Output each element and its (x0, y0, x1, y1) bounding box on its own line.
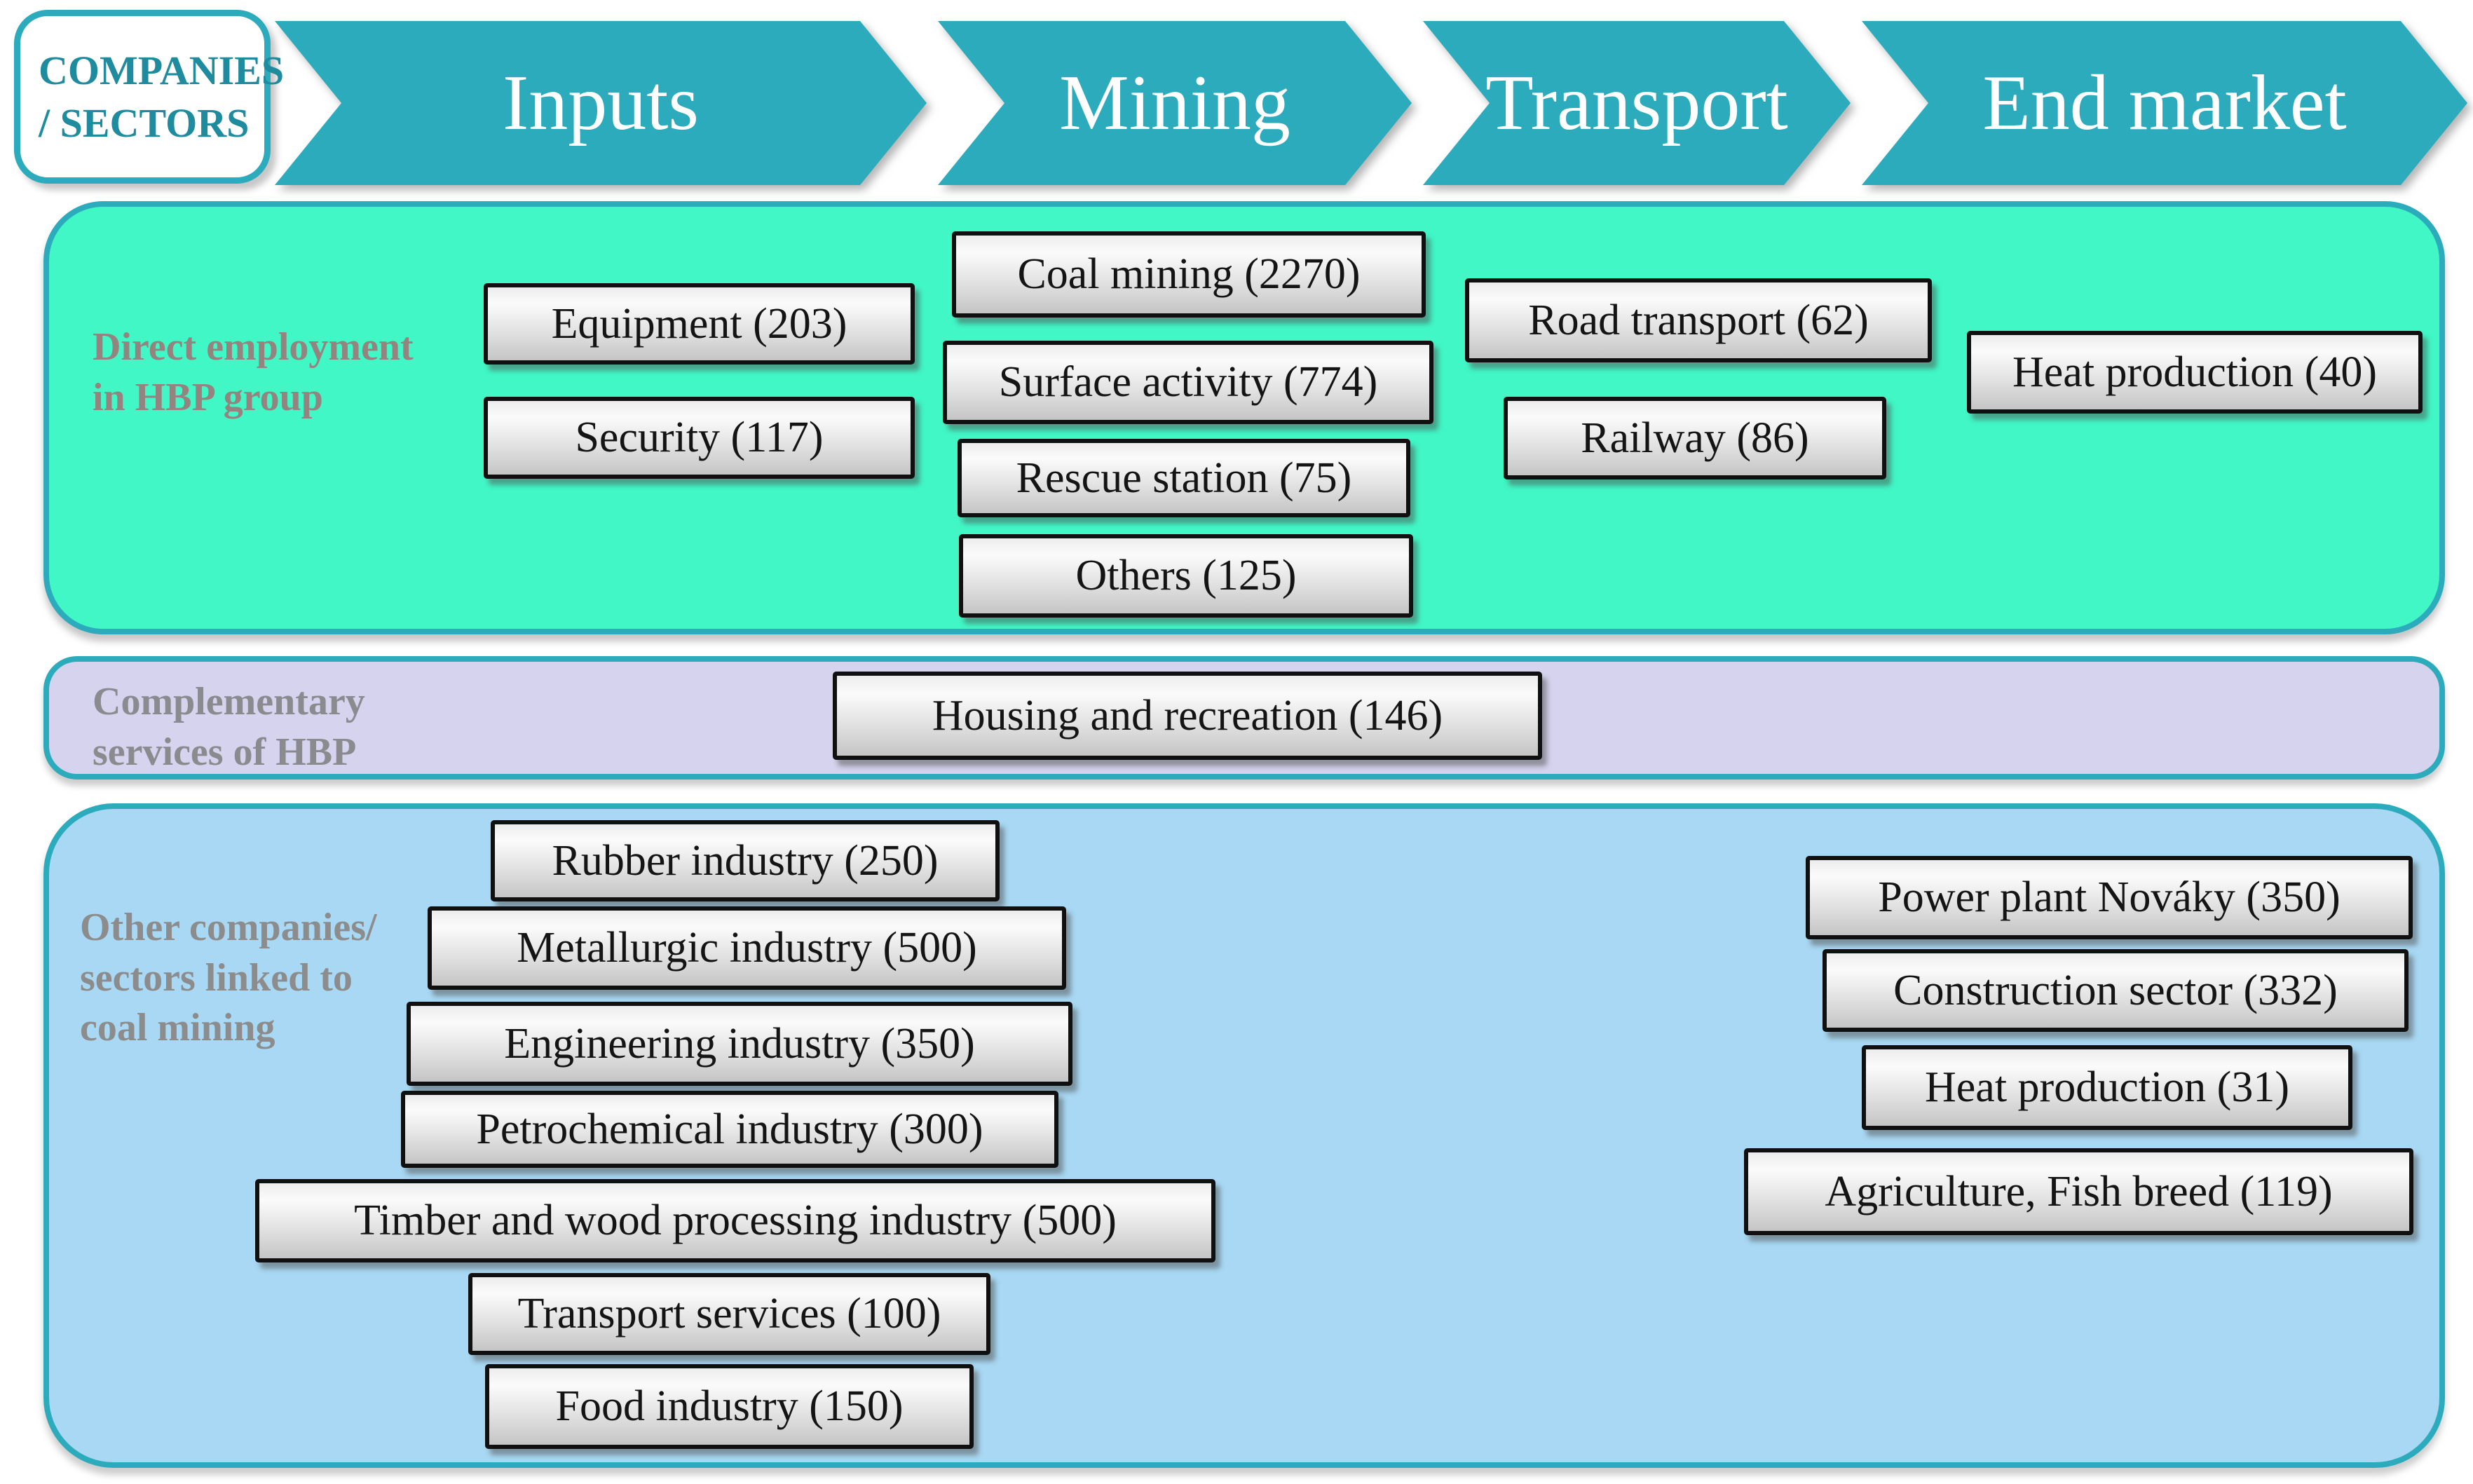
sector-box-others: Others (125) (959, 534, 1413, 618)
chevron-arrow-icon: Mining (938, 21, 1412, 185)
sector-box-security: Security (117) (484, 397, 915, 479)
sector-box-transport-services: Transport services (100) (468, 1273, 990, 1355)
sector-box-construction-sector: Construction sector (332) (1823, 949, 2409, 1032)
stage-arrow-transport: Transport (1423, 21, 1851, 185)
chevron-arrow-icon: End market (1862, 21, 2467, 185)
sector-box-rescue-station: Rescue station (75) (958, 439, 1410, 517)
sector-box-petrochemical-industry: Petrochemical industry (300) (401, 1091, 1058, 1168)
sector-box-food-industry: Food industry (150) (485, 1364, 974, 1449)
sector-box-coal-mining: Coal mining (2270) (952, 231, 1426, 318)
sector-box-power-plant-novaky: Power plant Nováky (350) (1806, 856, 2413, 939)
sector-box-metallurgic-industry: Metallurgic industry (500) (428, 906, 1066, 990)
stage-arrow-inputs: Inputs (275, 21, 927, 185)
band-label-other-companies: Other companies/ sectors linked to coal … (80, 906, 377, 1050)
stage-arrow-end-market: End market (1862, 21, 2467, 185)
sector-box-housing-and-recreation: Housing and recreation (146) (833, 672, 1542, 760)
sector-box-heat-production-other: Heat production (31) (1862, 1045, 2352, 1130)
sector-box-railway: Railway (86) (1504, 397, 1886, 479)
chevron-arrow-icon: Transport (1423, 21, 1851, 185)
stage-arrow-mining: Mining (938, 21, 1412, 185)
sector-box-equipment: Equipment (203) (484, 283, 915, 365)
sector-box-timber-and-wood-processing: Timber and wood processing industry (500… (255, 1179, 1215, 1262)
band-label-complementary-services: Complementary services of HBP (93, 680, 365, 774)
sector-box-rubber-industry: Rubber industry (250) (491, 820, 1000, 901)
band-label-direct-employment: Direct employment in HBP group (93, 325, 414, 419)
chevron-arrow-icon: Inputs (275, 21, 927, 185)
sector-box-heat-production-direct: Heat production (40) (1967, 331, 2423, 414)
companies-sectors-box: COMPANIES / SECTORS (14, 10, 284, 184)
sector-box-engineering-industry: Engineering industry (350) (407, 1002, 1072, 1086)
sector-box-surface-activity: Surface activity (774) (943, 341, 1433, 424)
sector-box-agriculture-fish-breed: Agriculture, Fish breed (119) (1744, 1148, 2413, 1235)
sector-box-road-transport: Road transport (62) (1465, 278, 1932, 362)
